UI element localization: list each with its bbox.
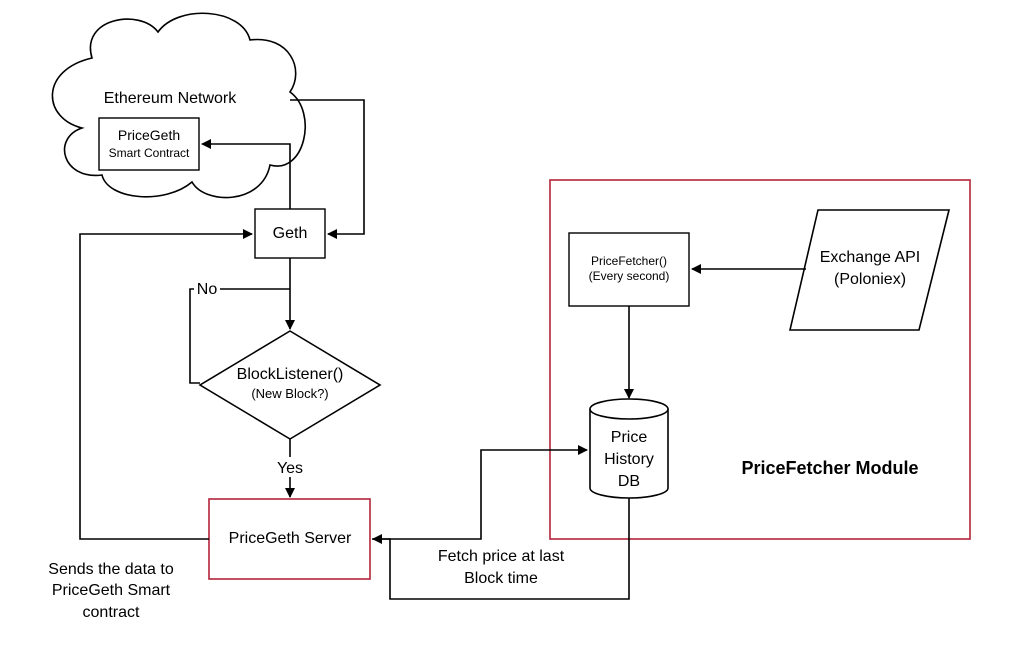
fetch-note-line1: Fetch price at last xyxy=(438,548,565,565)
pricefetcher-line1: PriceFetcher() xyxy=(591,254,667,268)
db-line3: DB xyxy=(618,473,640,490)
arrow-network-to-geth xyxy=(290,99,365,239)
arrow-geth-to-contract xyxy=(201,139,291,209)
block-listener-line2: (New Block?) xyxy=(251,386,328,401)
no-branch-label: No xyxy=(197,281,218,298)
block-listener-diamond xyxy=(198,330,382,440)
db-line1: Price xyxy=(611,429,648,446)
smart-contract-line2: Smart Contract xyxy=(109,146,190,160)
exchange-api-line1: Exchange API xyxy=(820,249,921,266)
arrow-server-to-geth xyxy=(79,229,253,540)
arrow-server-to-db xyxy=(372,445,588,540)
block-listener-line1: BlockListener() xyxy=(237,366,344,383)
send-note-line3: contract xyxy=(83,604,140,621)
send-note-line2: PriceGeth Smart xyxy=(52,582,171,599)
exchange-api-line2: (Poloniex) xyxy=(834,271,906,288)
pricefetcher-module-box xyxy=(549,179,971,540)
smart-contract-line1: PriceGeth xyxy=(118,127,180,143)
db-line2: History xyxy=(604,451,654,468)
ethereum-network-label: Ethereum Network xyxy=(104,90,237,107)
pricegeth-server-label: PriceGeth Server xyxy=(229,530,352,547)
no-branch-loop xyxy=(189,288,290,384)
db-top xyxy=(589,398,669,420)
geth-label: Geth xyxy=(273,225,308,242)
pricefetcher-module-label: PriceFetcher Module xyxy=(741,458,918,478)
geth-box xyxy=(254,208,326,259)
no-label-bg xyxy=(194,279,220,297)
yes-branch-label: Yes xyxy=(277,460,303,477)
pricegeth-server-box xyxy=(208,498,371,580)
send-note-line1: Sends the data to xyxy=(48,561,174,578)
arrow-db-to-server xyxy=(372,498,630,600)
pricefetcher-line2: (Every second) xyxy=(589,269,670,283)
fetch-note-bg xyxy=(425,543,577,589)
exchange-api-shape xyxy=(788,209,951,331)
fetch-note-line2: Block time xyxy=(464,570,538,587)
yes-label-bg xyxy=(272,457,308,477)
smart-contract-box xyxy=(98,117,200,171)
